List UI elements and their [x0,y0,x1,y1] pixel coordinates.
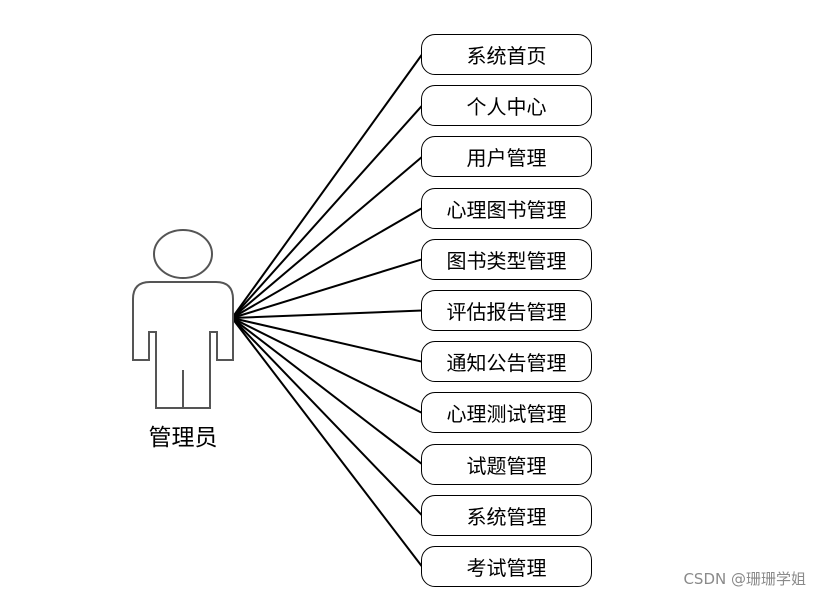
actor-label: 管理员 [148,425,218,451]
association-line [231,317,423,414]
watermark: CSDN @珊珊学姐 [683,570,806,588]
actor-body [132,281,234,409]
use-case-box: 个人中心 [421,85,592,127]
use-case-box: 评估报告管理 [421,290,592,331]
association-line [231,156,423,319]
association-line [231,309,423,319]
use-case-box: 图书类型管理 [421,238,592,280]
association-line [231,317,423,568]
use-case-box: 通知公告管理 [421,341,592,383]
association-line [231,105,423,319]
use-case-box: 心理图书管理 [421,187,592,229]
use-case-box: 心理测试管理 [421,392,592,434]
association-line [231,53,423,319]
person-icon [132,229,234,409]
use-case-box: 考试管理 [421,546,592,587]
actor-head [153,229,213,279]
association-line [231,207,423,319]
association-lines [231,53,423,568]
association-line [231,317,423,465]
use-case-box: 试题管理 [421,443,592,485]
association-line [231,317,423,516]
association-line [231,317,423,363]
use-case-box: 系统管理 [421,494,592,536]
use-case-box: 系统首页 [421,34,592,75]
use-case-box: 用户管理 [421,136,592,178]
association-line [231,258,423,319]
